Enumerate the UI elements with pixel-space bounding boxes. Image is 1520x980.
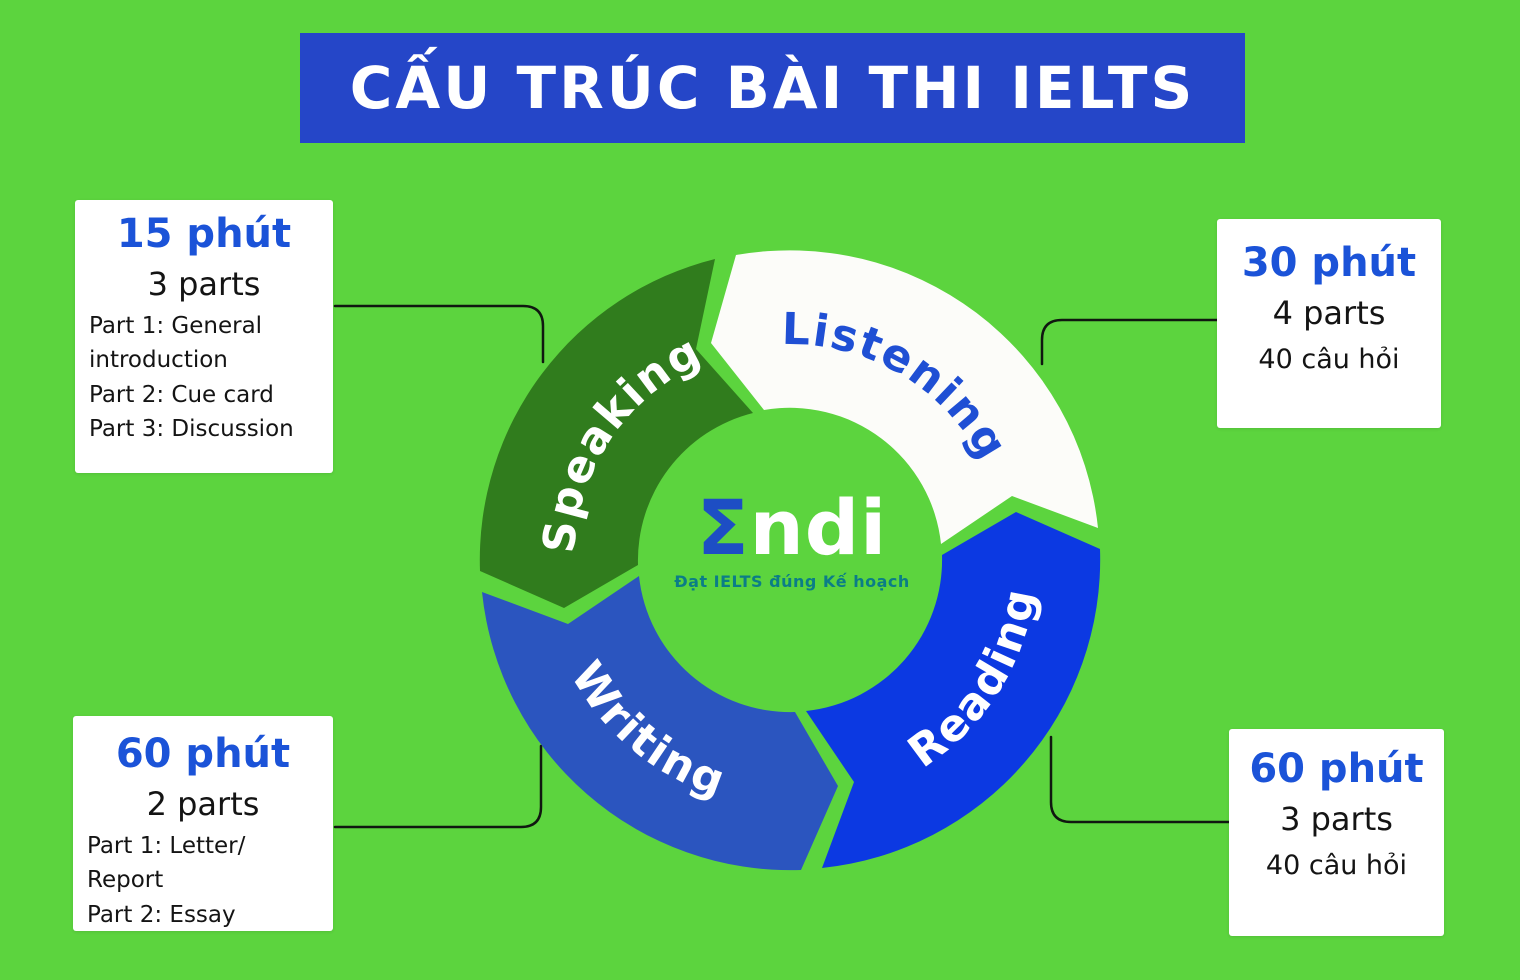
- reading-questions: 40 câu hỏi: [1265, 849, 1408, 881]
- speaking-detail-line: Part 2: Cue card: [89, 381, 274, 408]
- endi-logo: Σndi Đạt IELTS đúng Kế hoạch: [642, 490, 942, 590]
- speaking-detail-line: Part 1: General introduction: [89, 312, 263, 374]
- connector-reading-line: [1049, 735, 1231, 824]
- segment-reading: [806, 512, 1101, 868]
- listening-questions: 40 câu hỏi: [1258, 343, 1400, 375]
- info-card-listening: 30 phút 4 parts 40 câu hỏi: [1217, 219, 1441, 428]
- speaking-detail-line: Part 3: Discussion: [89, 416, 294, 443]
- speaking-duration: 15 phút: [116, 211, 292, 257]
- writing-parts: 2 parts: [146, 785, 260, 823]
- connector-listening-line: [1040, 318, 1219, 366]
- logo-name-text: ndi: [749, 483, 888, 572]
- listening-duration: 30 phút: [1241, 240, 1417, 286]
- writing-duration: 60 phút: [115, 731, 291, 777]
- writing-detail-line: Part 1: Letter/ Report: [87, 832, 246, 894]
- page-title: CẤU TRÚC BÀI THI IELTS: [349, 54, 1196, 122]
- info-card-writing: 60 phút 2 parts Part 1: Letter/ Report P…: [73, 716, 333, 931]
- info-card-speaking: 15 phút 3 parts Part 1: General introduc…: [75, 200, 333, 473]
- speaking-parts: 3 parts: [147, 265, 261, 303]
- segment-speaking: [479, 259, 753, 608]
- logo-tagline: Đạt IELTS đúng Kế hoạch: [674, 572, 910, 591]
- speaking-details: Part 1: General introduction Part 2: Cue…: [75, 303, 333, 447]
- reading-parts: 3 parts: [1280, 800, 1393, 838]
- reading-duration: 60 phút: [1249, 746, 1424, 792]
- info-card-reading: 60 phút 3 parts 40 câu hỏi: [1229, 729, 1444, 936]
- writing-details: Part 1: Letter/ Report Part 2: Essay: [73, 823, 333, 933]
- logo-wordmark: Σndi: [642, 490, 942, 566]
- title-banner: CẤU TRÚC BÀI THI IELTS: [300, 33, 1245, 143]
- sigma-logo-icon: Σ: [696, 483, 750, 572]
- writing-detail-line: Part 2: Essay: [87, 901, 236, 928]
- listening-parts: 4 parts: [1272, 294, 1386, 332]
- connector-speaking-line: [333, 304, 545, 364]
- segment-writing: [482, 576, 838, 871]
- connector-writing-line: [333, 744, 543, 829]
- segment-listening: [711, 250, 1098, 544]
